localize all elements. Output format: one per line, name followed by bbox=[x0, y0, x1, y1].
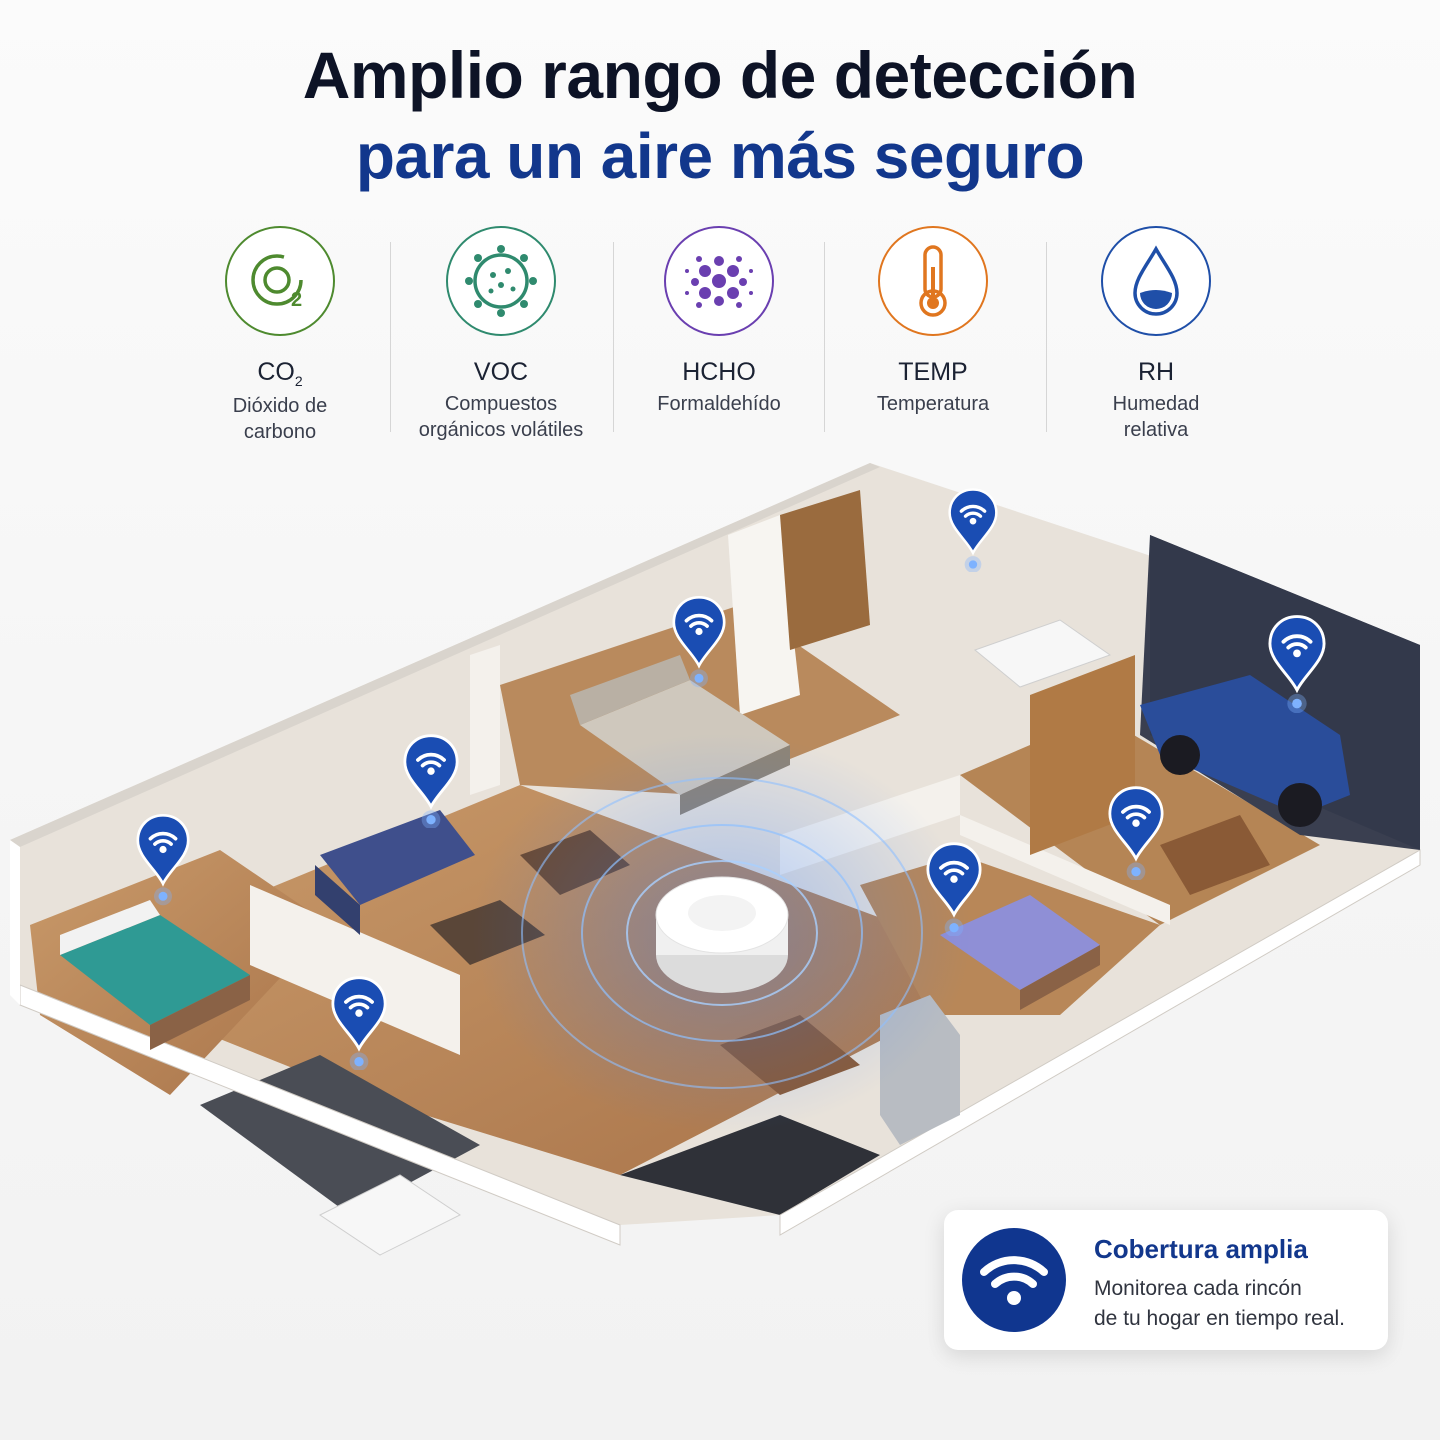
hcho-particles-icon bbox=[664, 226, 774, 336]
feature-temp: TEMP Temperatura bbox=[823, 226, 1043, 417]
divider bbox=[824, 242, 825, 432]
interior-wall bbox=[960, 815, 1170, 925]
signal-ring bbox=[581, 824, 863, 1042]
bathtub-top bbox=[973, 619, 1112, 688]
feature-hcho: HCHO Formaldehído bbox=[609, 226, 829, 417]
wardrobe bbox=[780, 490, 870, 650]
outer-wall bbox=[10, 463, 880, 847]
floor-plan-illustration bbox=[10, 463, 1421, 1256]
voc-molecule-icon bbox=[446, 226, 556, 336]
feature-desc: Formaldehído bbox=[657, 393, 781, 415]
svg-text:2: 2 bbox=[291, 289, 302, 311]
headline-line-2: para un aire más seguro bbox=[355, 120, 1085, 192]
divider bbox=[613, 242, 614, 432]
desk bbox=[1160, 815, 1270, 895]
sofa bbox=[315, 810, 475, 935]
feature-code: VOC bbox=[473, 358, 529, 386]
feature-code: CO2 bbox=[257, 358, 303, 389]
garage-wall bbox=[1150, 535, 1420, 850]
card-title: Cobertura amplia bbox=[1094, 1234, 1308, 1264]
outer-wall-front-right bbox=[779, 849, 1421, 1236]
bathtub bbox=[319, 1174, 461, 1256]
signal-ring bbox=[626, 860, 818, 1006]
feature-desc: Temperatura bbox=[876, 393, 990, 415]
interior-wall bbox=[470, 645, 500, 795]
divider bbox=[390, 242, 391, 432]
feature-code: HCHO bbox=[682, 358, 756, 386]
feature-code: TEMP bbox=[898, 358, 968, 386]
air-quality-sensor-device bbox=[655, 876, 789, 993]
signal-ring bbox=[521, 777, 923, 1089]
left-wall bbox=[10, 840, 20, 1005]
feature-code: RH bbox=[1137, 358, 1175, 386]
bookshelf bbox=[1030, 655, 1135, 855]
headline-line-1: Amplio rango de detección bbox=[302, 38, 1138, 112]
interior-wall bbox=[728, 515, 800, 715]
thermometer-icon bbox=[878, 226, 988, 336]
bed-right bbox=[940, 895, 1100, 1010]
header: Amplio rango de detección para un aire m… bbox=[0, 34, 1440, 196]
wifi-icon bbox=[962, 1228, 1066, 1332]
water-drop-icon bbox=[1101, 226, 1211, 336]
interior-wall bbox=[250, 885, 460, 1055]
kitchen-floor bbox=[620, 1115, 880, 1215]
bed-left bbox=[60, 900, 250, 1050]
divider bbox=[1046, 242, 1047, 432]
co2-icon: 2 bbox=[225, 226, 335, 336]
